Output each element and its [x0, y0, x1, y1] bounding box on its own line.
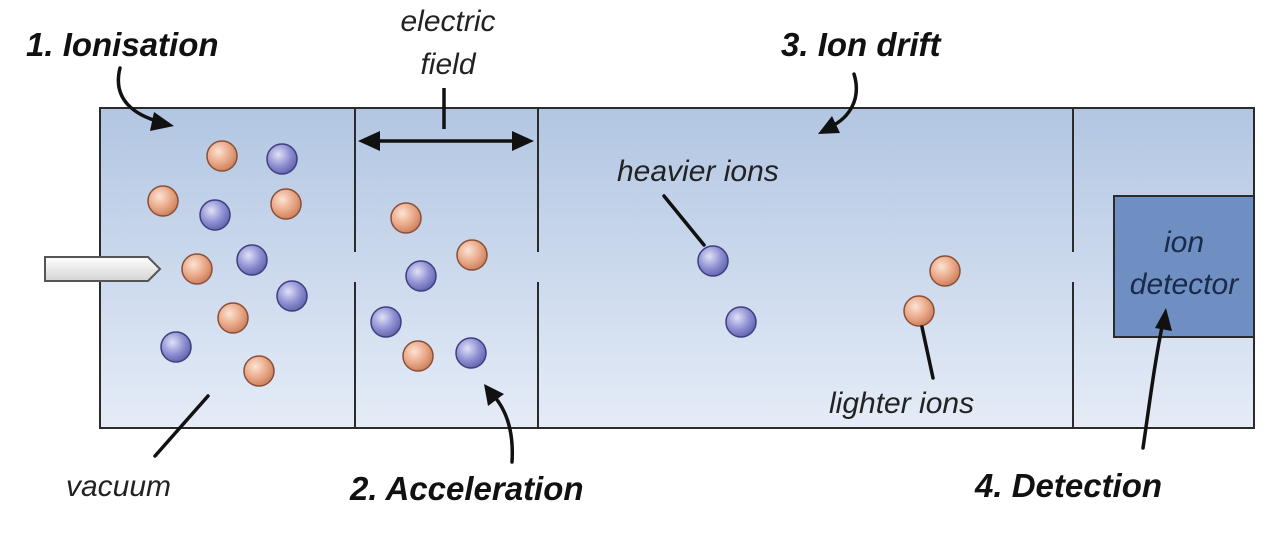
heavy-ion-icon [266, 143, 298, 175]
drift-ions [697, 245, 961, 338]
detection-pointer-arrow [1141, 308, 1172, 450]
acceleration-ions [370, 202, 488, 372]
heavy-ion-icon [697, 245, 729, 277]
acceleration-pointer-arrow [484, 384, 515, 464]
light-ion-icon [903, 295, 935, 327]
ionisation-pointer-arrow [116, 66, 174, 131]
heavy-ion-icon [725, 306, 757, 338]
heavy-ion-icon [160, 331, 192, 363]
heavier-ions-label: heavier ions [617, 155, 779, 188]
light-ion-icon [456, 239, 488, 271]
ionisation-ions [147, 140, 308, 387]
lighter-ions-pointer [920, 325, 935, 380]
light-ion-icon [147, 185, 179, 217]
ion-detector [1113, 195, 1255, 338]
acceleration-label: 2. Acceleration [349, 470, 584, 507]
detection-label: 4. Detection [974, 467, 1162, 504]
light-ion-icon [217, 302, 249, 334]
heavier-ions-pointer [662, 194, 706, 247]
vacuum-pointer [153, 394, 210, 458]
heavy-ion-icon [276, 280, 308, 312]
ionisation-label: 1. Ionisation [26, 26, 219, 63]
light-ion-icon [181, 253, 213, 285]
heavy-ion-icon [199, 199, 231, 231]
ion-source-nozzle-icon [44, 256, 162, 282]
heavy-ion-icon [455, 337, 487, 369]
ion-drift-pointer-arrow [818, 72, 859, 134]
ion-drift-label: 3. Ion drift [781, 26, 943, 63]
ion-detector-label-line1: ion [1164, 226, 1204, 259]
electric-label: electric [400, 5, 495, 38]
ion-detector-label-line2: detector [1130, 268, 1239, 301]
heavy-ion-icon [370, 306, 402, 338]
light-ion-icon [243, 355, 275, 387]
light-ion-icon [206, 140, 238, 172]
field-label: field [420, 48, 476, 81]
heavy-ion-icon [236, 244, 268, 276]
light-ion-icon [929, 255, 961, 287]
vacuum-label: vacuum [66, 470, 171, 503]
lighter-ions-label: lighter ions [829, 387, 974, 420]
heavy-ion-icon [405, 260, 437, 292]
electric-field-arrow [358, 88, 534, 151]
light-ion-icon [270, 188, 302, 220]
light-ion-icon [390, 202, 422, 234]
light-ion-icon [402, 340, 434, 372]
